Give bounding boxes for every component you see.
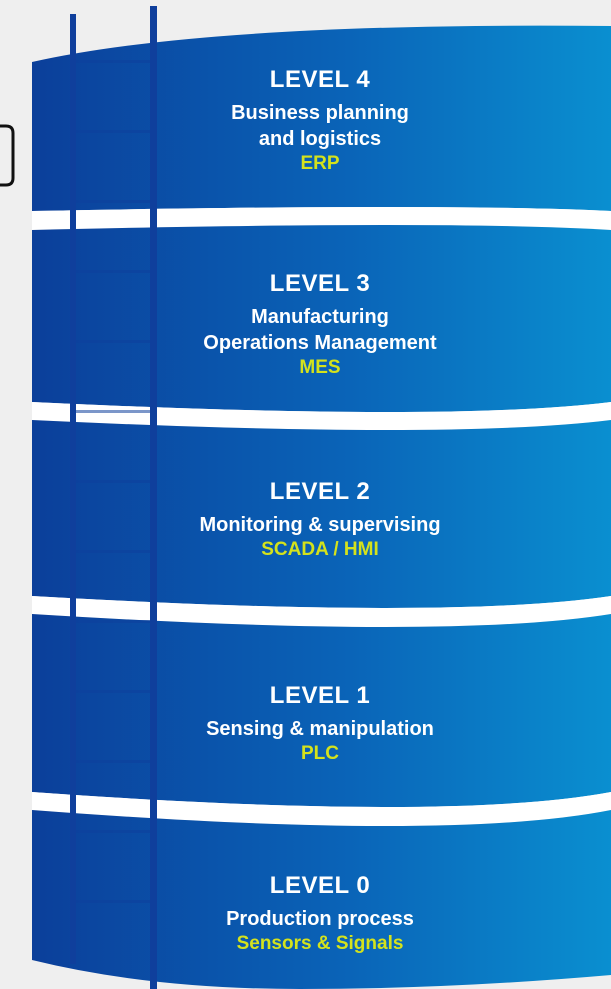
separator-4-3 <box>32 207 611 230</box>
level-2-description-line-1: Monitoring & supervising <box>199 514 441 536</box>
level-4-title: LEVEL 4 <box>269 66 371 93</box>
ladder-rung <box>76 480 150 483</box>
separator-3-2 <box>32 402 611 430</box>
level-1-band <box>32 614 611 807</box>
ladder-rung <box>76 130 150 133</box>
ladder-rung <box>76 830 150 833</box>
level-0-label: LEVEL 0 Production process Sensors & Sig… <box>150 872 490 956</box>
separator-2-1 <box>32 596 611 627</box>
level-3-system: MES <box>299 357 341 378</box>
level-4-band <box>32 25 611 211</box>
level-2-system: SCADA / HMI <box>261 539 379 560</box>
ladder-rail-left <box>70 14 76 964</box>
level-4-description-line-1: Business planning <box>231 102 409 124</box>
ladder-rung <box>76 410 150 413</box>
ladder-rail-right <box>150 6 157 989</box>
level-3-description-line-1: Manufacturing <box>251 306 389 328</box>
ladder-rung <box>76 900 150 903</box>
level-2-label: LEVEL 2 Monitoring & supervising SCADA /… <box>150 478 490 562</box>
ladder-rung <box>76 200 150 203</box>
ladder-rung <box>76 620 150 623</box>
level-1-label: LEVEL 1 Sensing & manipulation PLC <box>150 682 490 766</box>
level-3-description-line-2: Operations Management <box>203 332 437 354</box>
level-3-label: LEVEL 3 Manufacturing Operations Managem… <box>150 270 490 380</box>
ladder-rung <box>76 690 150 693</box>
level-2-band <box>32 420 611 608</box>
level-4-description-line-2: and logistics <box>258 128 382 150</box>
level-3-band <box>32 225 611 412</box>
level-1-description-line-1: Sensing & manipulation <box>206 718 434 740</box>
ladder-rung <box>76 760 150 763</box>
level-0-band <box>32 810 611 989</box>
separator-1-0 <box>32 792 611 826</box>
level-1-title: LEVEL 1 <box>269 682 371 709</box>
ladder-rung <box>76 340 150 343</box>
level-0-system: Sensors & Signals <box>236 933 404 954</box>
level-4-label: LEVEL 4 Business planning and logistics … <box>150 66 490 176</box>
frame-edge-decoration <box>0 124 15 187</box>
level-3-title: LEVEL 3 <box>269 270 371 297</box>
level-4-system: ERP <box>300 153 340 174</box>
ladder-rung <box>76 60 150 63</box>
ladder-rung <box>76 550 150 553</box>
ladder-rungs <box>76 60 150 903</box>
level-2-title: LEVEL 2 <box>269 478 371 505</box>
level-0-title: LEVEL 0 <box>269 872 371 899</box>
ladder-rung <box>76 270 150 273</box>
level-1-system: PLC <box>301 743 339 764</box>
level-0-description-line-1: Production process <box>226 908 414 930</box>
